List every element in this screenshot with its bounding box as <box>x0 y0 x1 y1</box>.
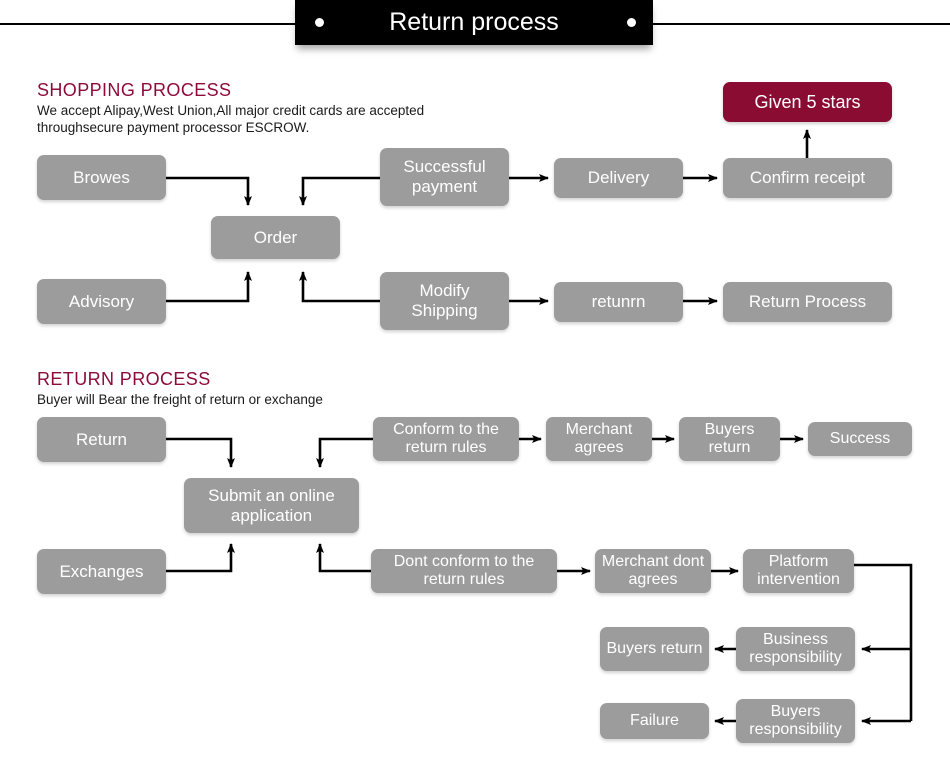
node-submit-online-application[interactable]: Submit an online application <box>184 478 359 533</box>
node-success[interactable]: Success <box>808 422 912 456</box>
node-return[interactable]: Return <box>37 417 166 462</box>
shopping-process-description-line2: throughsecure payment processor ESCROW. <box>37 120 310 135</box>
node-order[interactable]: Order <box>211 216 340 259</box>
node-browes[interactable]: Browes <box>37 155 166 200</box>
node-retunrn[interactable]: retunrn <box>554 282 683 322</box>
node-advisory[interactable]: Advisory <box>37 279 166 324</box>
node-conform-to-return-rules[interactable]: Conform to the return rules <box>373 417 519 461</box>
node-confirm-receipt[interactable]: Confirm receipt <box>723 158 892 198</box>
node-merchant-dont-agrees[interactable]: Merchant dont agrees <box>595 549 711 593</box>
shopping-process-heading: SHOPPING PROCESS <box>37 80 232 100</box>
node-buyers-return-top[interactable]: Buyers return <box>679 417 780 461</box>
node-given-5-stars[interactable]: Given 5 stars <box>723 82 892 122</box>
node-dont-conform-to-return-rules[interactable]: Dont conform to the return rules <box>371 549 557 593</box>
shopping-process-description-line1: We accept Alipay,West Union,All major cr… <box>37 103 425 118</box>
return-process-description-line1: Buyer will Bear the freight of return or… <box>37 392 323 407</box>
node-successful-payment[interactable]: Successful payment <box>380 148 509 206</box>
node-buyers-responsibility[interactable]: Buyers responsibility <box>736 699 855 743</box>
node-buyers-return-middle[interactable]: Buyers return <box>600 627 709 671</box>
node-return-process[interactable]: Return Process <box>723 282 892 322</box>
node-delivery[interactable]: Delivery <box>554 158 683 198</box>
return-process-heading: RETURN PROCESS <box>37 369 211 389</box>
header-plate <box>295 0 653 45</box>
node-failure[interactable]: Failure <box>600 703 709 739</box>
node-business-responsibility[interactable]: Business responsibility <box>736 627 855 671</box>
node-platform-intervention[interactable]: Platform intervention <box>743 549 854 593</box>
bullet-dot-right-icon <box>627 18 636 27</box>
node-modify-shipping[interactable]: Modify Shipping <box>380 272 509 330</box>
node-merchant-agrees[interactable]: Merchant agrees <box>546 417 652 461</box>
node-exchanges[interactable]: Exchanges <box>37 549 166 594</box>
page-title: Return process <box>389 8 559 36</box>
bullet-dot-left-icon <box>315 18 324 27</box>
